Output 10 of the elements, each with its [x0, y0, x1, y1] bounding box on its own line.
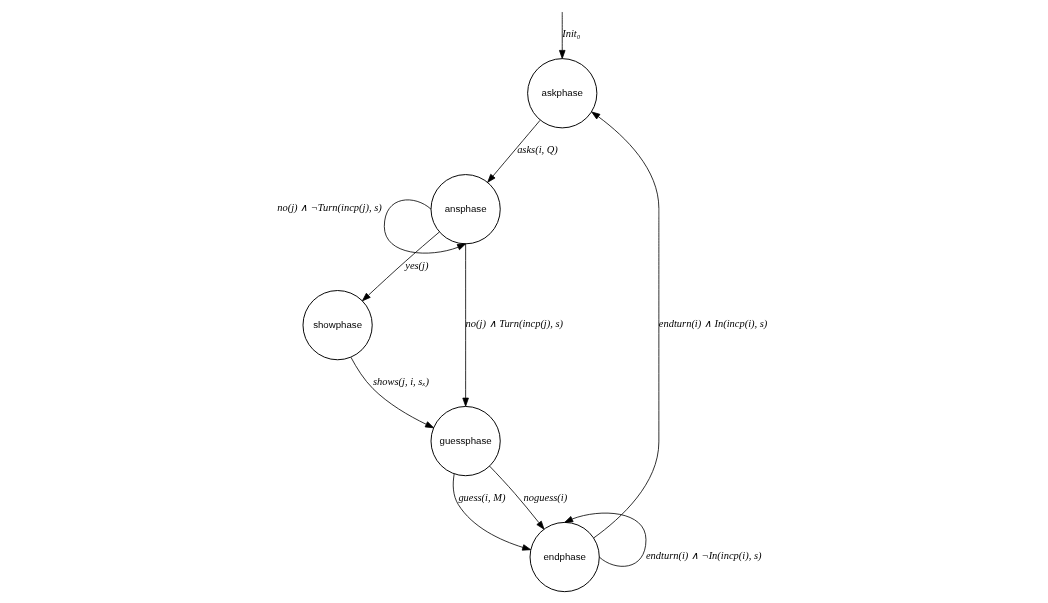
- edge-label: endturn(i) ∧ ¬In(incp(i), s): [645, 549, 762, 561]
- edge-label: no(j) ∧ ¬Turn(incp(j), s): [277, 202, 382, 214]
- edge-label: shows(j, i, sₓ): [373, 376, 429, 388]
- edge-label: endturn(i) ∧ In(incp(i), s): [658, 318, 768, 330]
- edge-label: no(j) ∧ Turn(incp(j), s): [465, 318, 564, 330]
- edge-label: guess(i, M): [458, 491, 506, 503]
- edge-label: noguess(i): [523, 491, 568, 503]
- edge-label: Init₀: [562, 28, 581, 40]
- edge-label: yes(j): [405, 260, 429, 272]
- edge-label: asks(i, Q): [517, 144, 558, 156]
